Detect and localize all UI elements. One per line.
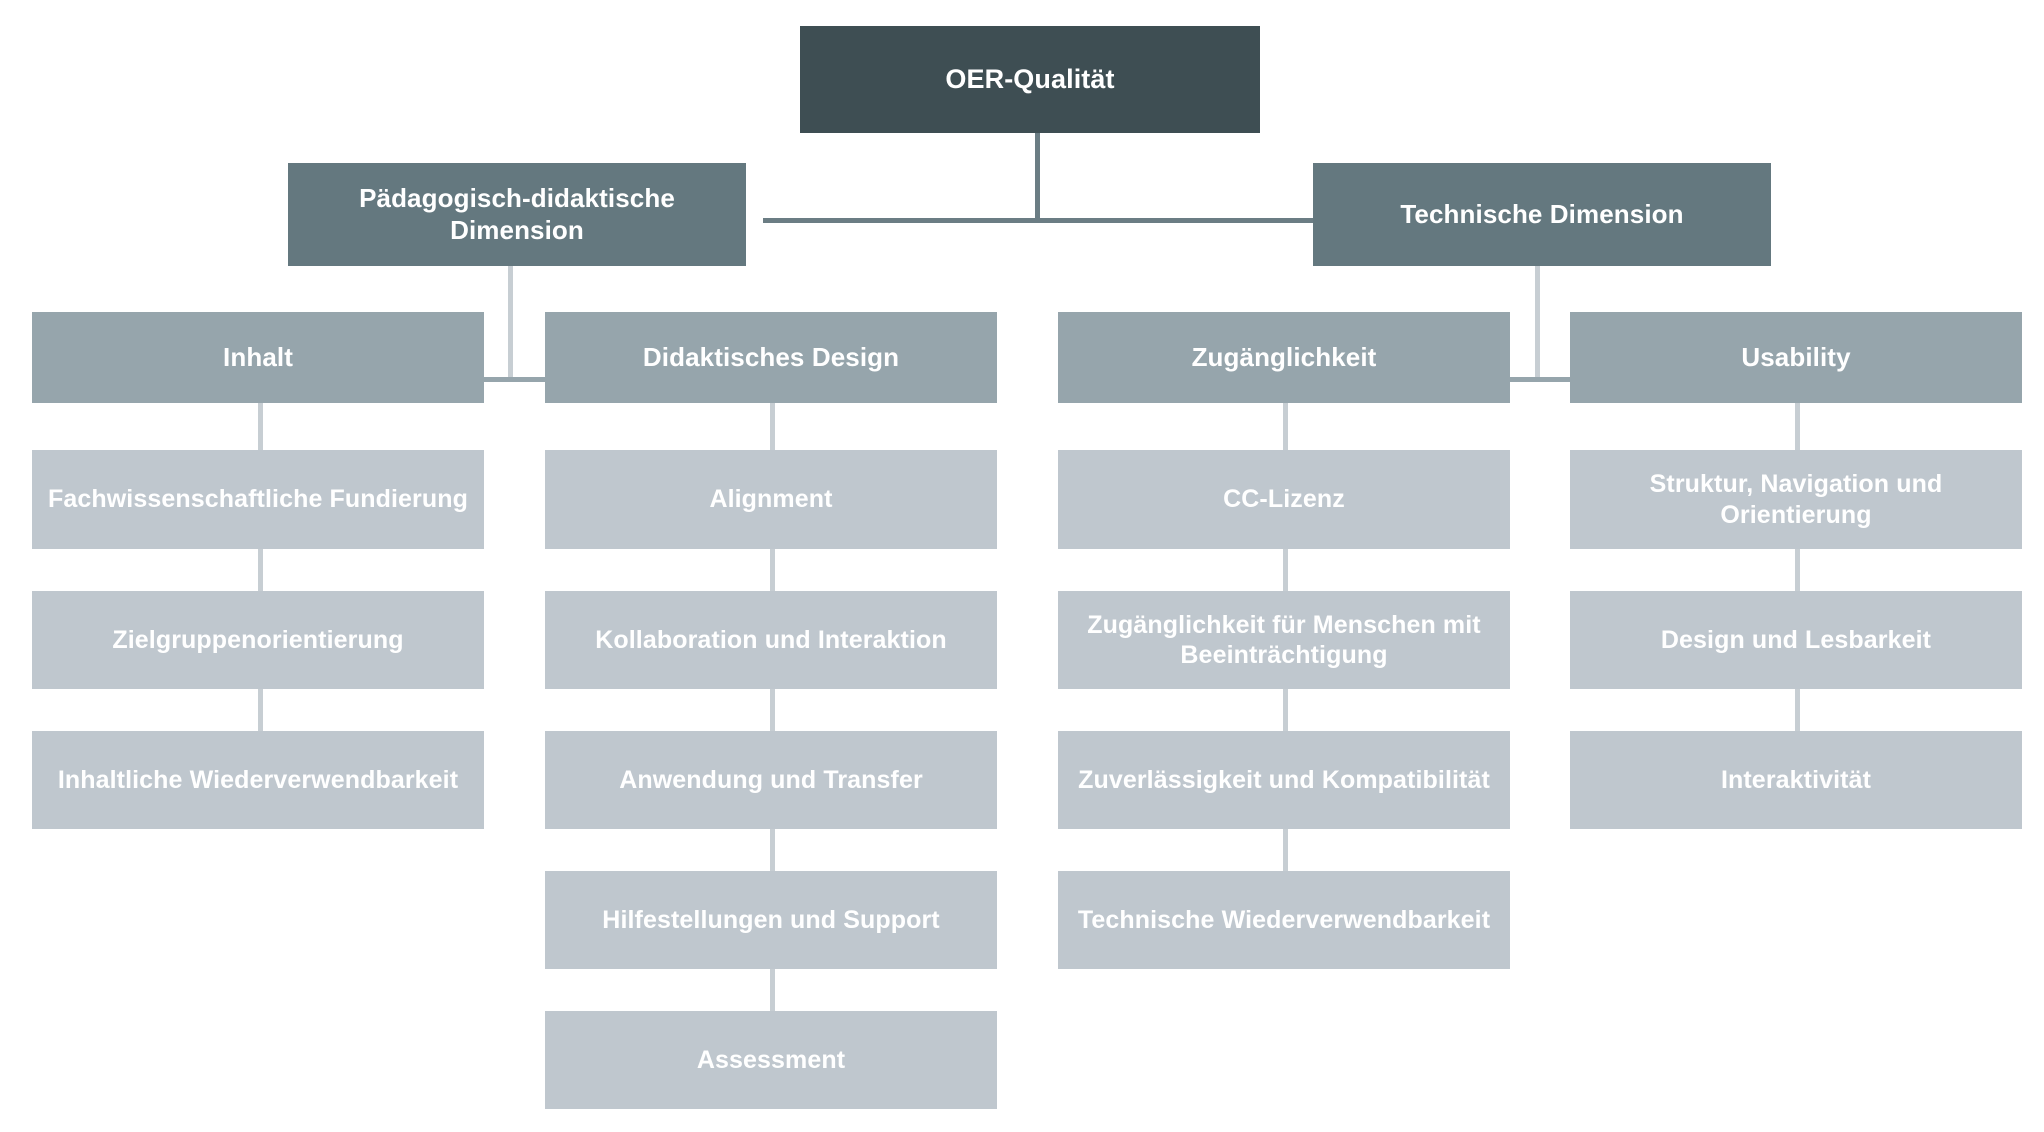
criterion-hilfestellungen-und-support[interactable]: Hilfestellungen und Support: [545, 871, 997, 969]
node-zugaenglichkeit[interactable]: Zugänglichkeit: [1058, 312, 1510, 403]
connector-c4-1: [1795, 403, 1800, 450]
node-label: Hilfestellungen und Support: [602, 905, 940, 934]
connector-right-dimension-vertical: [1535, 265, 1540, 381]
node-label: Interaktivität: [1720, 765, 1872, 794]
connector-c1-3: [258, 689, 263, 731]
criterion-struktur-navigation-und-orientierung[interactable]: Struktur, Navigation und Orientierung: [1570, 450, 2022, 549]
node-label: Zuverlässigkeit und Kompatibilität: [1078, 765, 1490, 794]
criterion-technische-wiederverwendbarkeit[interactable]: Technische Wiederverwendbarkeit: [1058, 871, 1510, 969]
criterion-zuverlaessigkeit-und-kompatibilitaet[interactable]: Zuverlässigkeit und Kompatibilität: [1058, 731, 1510, 829]
node-label: Zielgruppenorientierung: [112, 625, 404, 654]
connector-c2-3: [770, 689, 775, 731]
connector-right-categories-horizontal: [1489, 377, 1589, 382]
node-label: Anwendung und Transfer: [619, 765, 923, 794]
connector-c4-2: [1795, 549, 1800, 591]
criterion-alignment[interactable]: Alignment: [545, 450, 997, 549]
node-label: Kollaboration und Interaktion: [595, 625, 947, 654]
node-label: Design und Lesbarkeit: [1660, 625, 1932, 654]
node-label: Assessment: [696, 1045, 846, 1074]
node-usability[interactable]: Usability: [1570, 312, 2022, 403]
node-label: Zugänglichkeit: [1191, 341, 1377, 372]
node-label: Alignment: [709, 485, 833, 514]
connector-c2-2: [770, 549, 775, 591]
criterion-kollaboration-und-interaktion[interactable]: Kollaboration und Interaktion: [545, 591, 997, 689]
node-label: Inhaltliche Wiederverwendbarkeit: [57, 765, 459, 794]
node-label: OER-Qualität: [945, 64, 1115, 95]
connector-c1-2: [258, 549, 263, 591]
criterion-interaktivitaet[interactable]: Interaktivität: [1570, 731, 2022, 829]
criterion-anwendung-und-transfer[interactable]: Anwendung und Transfer: [545, 731, 997, 829]
connector-c2-1: [770, 403, 775, 450]
connector-c1-1: [258, 403, 263, 450]
node-label: CC-Lizenz: [1223, 485, 1345, 514]
node-label: Technische Wiederverwendbarkeit: [1077, 905, 1491, 934]
node-label: Inhalt: [223, 341, 293, 372]
node-technische-dimension[interactable]: Technische Dimension: [1313, 163, 1771, 266]
connector-c3-4: [1283, 829, 1288, 871]
connector-dimensions-horizontal: [763, 218, 1315, 223]
connector-c2-5: [770, 969, 775, 1011]
criterion-inhaltliche-wiederverwendbarkeit[interactable]: Inhaltliche Wiederverwendbarkeit: [32, 731, 484, 829]
criterion-zugaenglichkeit-fuer-menschen-mit-beeintraechtigung[interactable]: Zugänglichkeit für Menschen mit Beeinträ…: [1058, 591, 1510, 689]
node-label: Usability: [1741, 341, 1851, 372]
node-oer-qualitaet[interactable]: OER-Qualität: [800, 26, 1260, 133]
node-label: Technische Dimension: [1400, 198, 1684, 229]
criterion-cc-lizenz[interactable]: CC-Lizenz: [1058, 450, 1510, 549]
node-label: Zugänglichkeit für Menschen mit Beeinträ…: [1087, 610, 1481, 670]
connector-c4-3: [1795, 689, 1800, 731]
node-paedagogisch-didaktische-dimension[interactable]: Pädagogisch-didaktische Dimension: [288, 163, 746, 266]
criterion-fachwissenschaftliche-fundierung[interactable]: Fachwissenschaftliche Fundierung: [32, 450, 484, 549]
connector-c3-1: [1283, 403, 1288, 450]
node-label: Fachwissenschaftliche Fundierung: [48, 485, 468, 514]
node-didaktisches-design[interactable]: Didaktisches Design: [545, 312, 997, 403]
criterion-design-und-lesbarkeit[interactable]: Design und Lesbarkeit: [1570, 591, 2022, 689]
connector-c2-4: [770, 829, 775, 871]
node-label: Pädagogisch-didaktische Dimension: [359, 182, 675, 245]
criterion-assessment[interactable]: Assessment: [545, 1011, 997, 1109]
connector-c3-2: [1283, 549, 1288, 591]
connector-left-dimension-vertical: [508, 265, 513, 381]
connector-c3-3: [1283, 689, 1288, 731]
criterion-zielgruppenorientierung[interactable]: Zielgruppenorientierung: [32, 591, 484, 689]
node-label: Struktur, Navigation und Orientierung: [1649, 470, 1943, 529]
connector-root-vertical: [1035, 133, 1040, 221]
node-label: Didaktisches Design: [642, 341, 900, 372]
connector-left-categories-horizontal: [461, 377, 561, 382]
node-inhalt[interactable]: Inhalt: [32, 312, 484, 403]
